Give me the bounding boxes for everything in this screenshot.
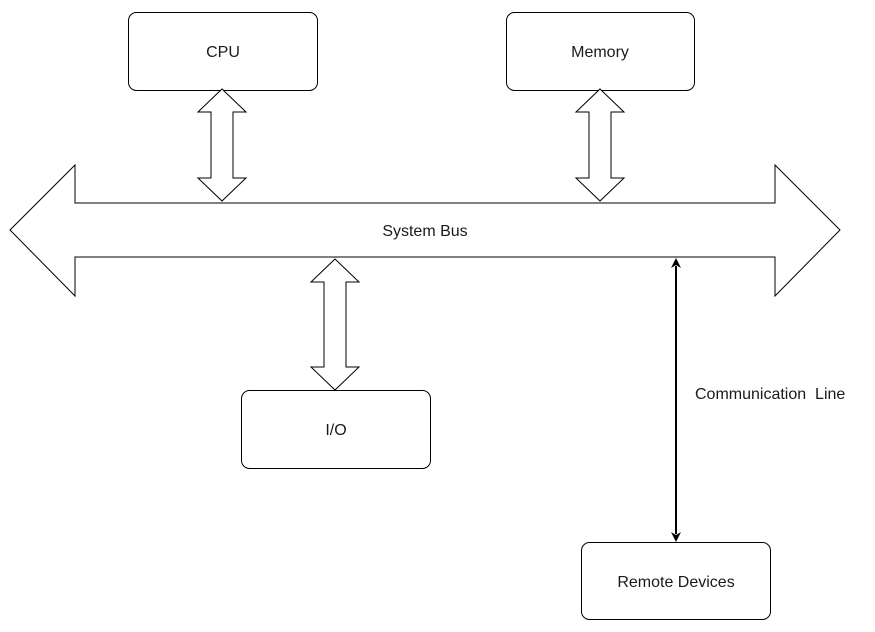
- communication-line: Communication Line: [671, 258, 845, 542]
- cpu-bus-double-arrow: [196, 88, 248, 202]
- communication-line-bottom-arrowhead: [671, 532, 681, 542]
- system-bus-arrow-shape: [9, 163, 841, 298]
- io-bus-double-arrow: [309, 258, 361, 391]
- remote-devices-label: Remote Devices: [617, 574, 734, 591]
- communication-line-top-arrowhead: [671, 258, 681, 268]
- system-bus: System Bus: [9, 163, 841, 298]
- memory-bus-double-arrow: [574, 88, 626, 202]
- cpu-label: CPU: [206, 44, 240, 61]
- memory-node: Memory: [506, 12, 695, 91]
- system-bus-label: System Bus: [382, 223, 467, 240]
- remote-devices-node: Remote Devices: [581, 542, 771, 620]
- cpu-node: CPU: [128, 12, 318, 91]
- memory-label: Memory: [571, 44, 629, 61]
- communication-line-label: Communication Line: [695, 386, 845, 403]
- io-box: [241, 390, 431, 469]
- io-node: I/O: [241, 390, 431, 469]
- io-label: I/O: [325, 422, 346, 439]
- remote-devices-box: [581, 542, 771, 620]
